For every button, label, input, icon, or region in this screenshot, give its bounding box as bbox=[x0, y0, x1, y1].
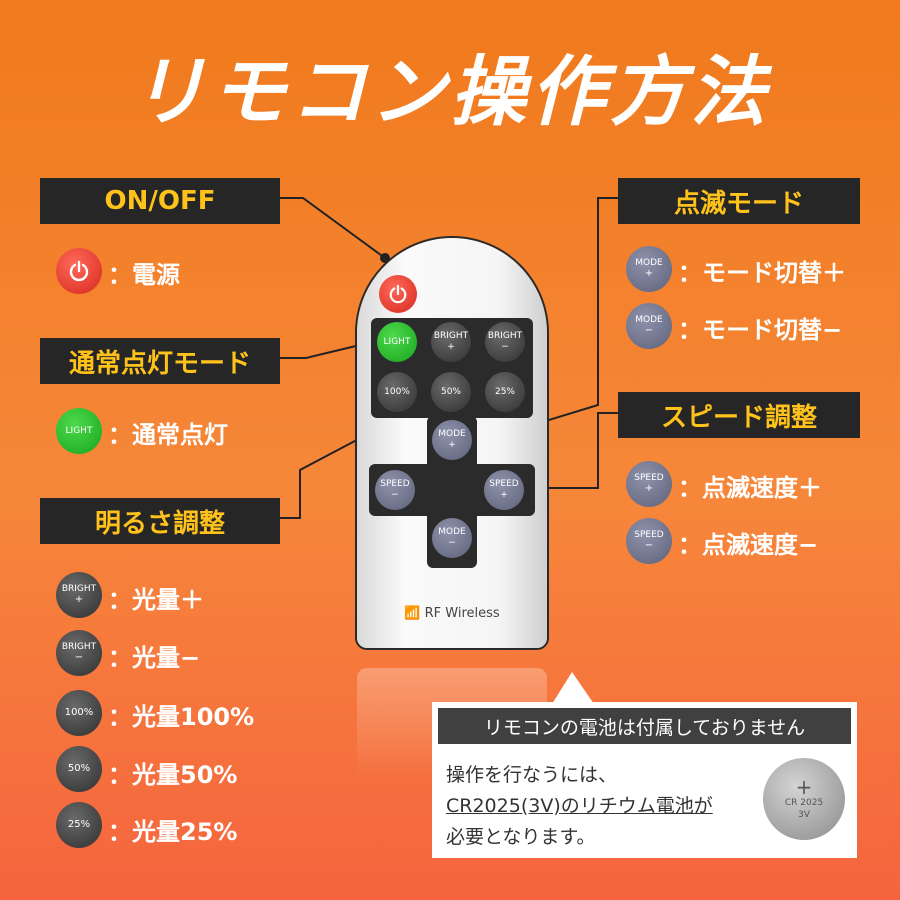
bright-up-icon: BRIGHT+ bbox=[56, 572, 102, 618]
light-button-icon: LIGHT bbox=[56, 408, 102, 454]
label-mode-up: ：モード切替＋ bbox=[678, 259, 846, 287]
remote-speed-up-button[interactable]: SPEED+ bbox=[484, 470, 524, 510]
p50-icon: 50% bbox=[56, 746, 102, 792]
battery-info-text: 操作を行なうには、 CR2025(3V)のリチウム電池が 必要となります。 bbox=[446, 764, 713, 848]
label-p100: ：光量100% bbox=[108, 703, 255, 731]
remote-mode-down-button[interactable]: MODE− bbox=[432, 518, 472, 558]
coin-battery-image: + CR 2025 3V bbox=[763, 758, 845, 840]
p25-icon: 25% bbox=[56, 802, 102, 848]
label-power: ：電源 bbox=[108, 261, 180, 289]
remote-brand: 📶 RF Wireless bbox=[404, 606, 500, 621]
remote-100-button[interactable]: 100% bbox=[377, 372, 417, 412]
banner-speed: スピード調整 bbox=[618, 392, 860, 438]
label-mode-down: ：モード切替− bbox=[678, 316, 843, 344]
label-light: ：通常点灯 bbox=[108, 421, 228, 449]
remote-50-button[interactable]: 50% bbox=[431, 372, 471, 412]
remote-bright-up-button[interactable]: BRIGHT+ bbox=[431, 322, 471, 362]
banner-brightness: 明るさ調整 bbox=[40, 498, 280, 544]
remote-top-panel: LIGHT BRIGHT+ BRIGHT− 100% 50% 25% bbox=[371, 318, 533, 418]
remote-control: LIGHT BRIGHT+ BRIGHT− 100% 50% 25% MODE+… bbox=[357, 238, 547, 648]
bright-down-icon: BRIGHT− bbox=[56, 630, 102, 676]
speed-up-icon: SPEED+ bbox=[626, 461, 672, 507]
mode-down-icon: MODE− bbox=[626, 303, 672, 349]
banner-blink-mode: 点滅モード bbox=[618, 178, 860, 224]
remote-25-button[interactable]: 25% bbox=[485, 372, 525, 412]
remote-speed-down-button[interactable]: SPEED− bbox=[375, 470, 415, 510]
remote-power-button[interactable] bbox=[379, 275, 417, 313]
label-speed-up: ：点滅速度＋ bbox=[678, 474, 822, 502]
p100-icon: 100% bbox=[56, 690, 102, 736]
label-bright-down: ：光量− bbox=[108, 644, 201, 672]
mode-up-icon: MODE+ bbox=[626, 246, 672, 292]
power-icon bbox=[56, 248, 102, 294]
label-speed-down: ：点滅速度− bbox=[678, 531, 819, 559]
speed-down-icon: SPEED− bbox=[626, 518, 672, 564]
banner-onoff: ON/OFF bbox=[40, 178, 280, 224]
page-title: リモコン操作方法 bbox=[130, 47, 770, 136]
remote-bright-down-button[interactable]: BRIGHT− bbox=[485, 322, 525, 362]
battery-info-box: リモコンの電池は付属しておりません 操作を行なうには、 CR2025(3V)のリ… bbox=[432, 702, 857, 858]
label-p25: ：光量25% bbox=[108, 818, 238, 846]
remote-mode-up-button[interactable]: MODE+ bbox=[432, 420, 472, 460]
wifi-icon: 📶 bbox=[404, 606, 421, 621]
remote-light-button[interactable]: LIGHT bbox=[377, 322, 417, 362]
battery-info-header: リモコンの電池は付属しておりません bbox=[438, 708, 851, 744]
label-p50: ：光量50% bbox=[108, 761, 238, 789]
label-bright-up: ：光量＋ bbox=[108, 586, 204, 614]
banner-normal-mode: 通常点灯モード bbox=[40, 338, 280, 384]
